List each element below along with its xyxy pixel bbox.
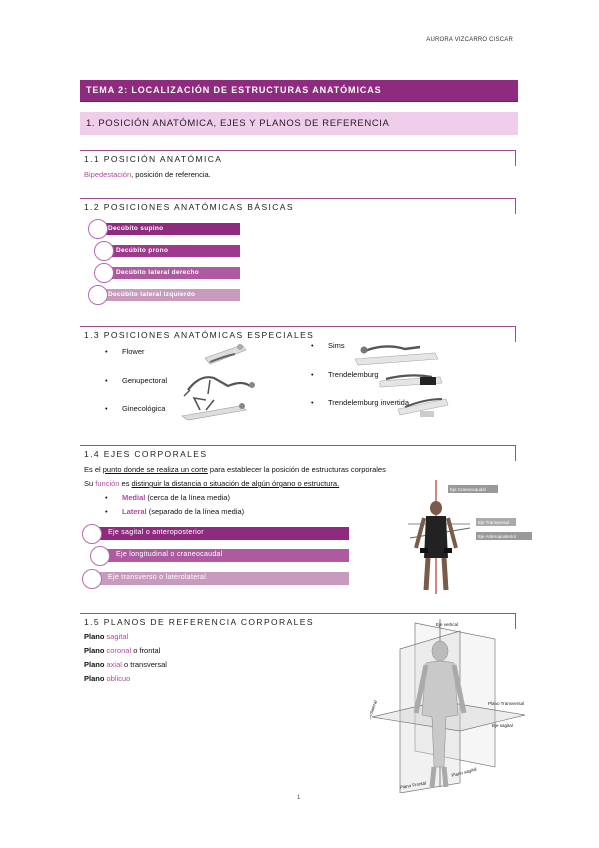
plane-post: o transversal bbox=[121, 660, 167, 669]
figure-label: Eje sagital bbox=[492, 723, 513, 728]
plane-pre: Plano bbox=[84, 660, 107, 669]
medial-term: Medial bbox=[122, 493, 146, 502]
position-genupectoral: Genupectoral bbox=[105, 376, 167, 385]
list-item: Decúbito lateral izquierdo bbox=[100, 289, 240, 301]
bullet-lateral: Lateral (separado de la línea media) bbox=[105, 507, 245, 516]
figure-label: Eje vertical bbox=[436, 622, 458, 627]
s14-line2-underlined: distinguir la distancia o situación de a… bbox=[131, 479, 340, 488]
figure-label: Eje transversal o laterolateral bbox=[370, 700, 378, 756]
list-circle-icon bbox=[88, 285, 108, 305]
s11-term: Bipedestación bbox=[84, 170, 132, 179]
axis-item: Eje transverso o laterolateral bbox=[94, 572, 349, 585]
s14-line2-pink: función bbox=[95, 479, 120, 488]
list-circle-icon bbox=[88, 219, 108, 239]
list-item: Decúbito prono bbox=[104, 245, 240, 257]
figure-label: Eje Craneocaudal bbox=[450, 487, 486, 492]
position-ginecologica: Ginecológica bbox=[105, 404, 166, 413]
axis-item: Eje longitudinal o craneocaudal bbox=[102, 549, 349, 562]
s14-line1-post: para establecer la posición de estructur… bbox=[207, 465, 386, 474]
heading-1-4: 1.4 EJES CORPORALES bbox=[80, 445, 516, 461]
plane-coronal: Plano coronal o frontal bbox=[84, 646, 160, 655]
position-trendelemburg-invertida: Trendelemburg invertida bbox=[311, 398, 409, 407]
list-circle-icon bbox=[82, 524, 102, 544]
figure-label: Eje Anteroposterior bbox=[478, 534, 517, 539]
heading-1-5: 1.5 PLANOS DE REFERENCIA CORPORALES bbox=[80, 613, 516, 629]
plane-name: coronal bbox=[106, 646, 132, 655]
plane-name: axial bbox=[106, 660, 122, 669]
list-circle-icon bbox=[82, 569, 102, 589]
plane-pre: Plano bbox=[84, 674, 107, 683]
s14-line1: Es el punto donde se realiza un corte pa… bbox=[84, 465, 386, 474]
s11-rest: , posición de referencia. bbox=[131, 170, 211, 179]
s11-text: Bipedestación, posición de referencia. bbox=[84, 170, 211, 179]
plane-name: sagital bbox=[106, 632, 129, 641]
lateral-desc: (separado de la línea media) bbox=[146, 507, 245, 516]
figure-label: Plano Frontal bbox=[399, 780, 426, 790]
body-axes-figure: Eje Craneocaudal Eje Transversal Eje Ant… bbox=[408, 480, 532, 594]
position-sims: Sims bbox=[311, 341, 344, 350]
special-positions-left-illustration bbox=[181, 344, 255, 421]
list-circle-icon bbox=[94, 241, 114, 261]
page-number: 1 bbox=[297, 795, 301, 801]
s14-line2-mid: es bbox=[119, 479, 132, 488]
s14-line1-pre: Es el bbox=[84, 465, 103, 474]
figure-label: Plano Transversal bbox=[488, 701, 524, 706]
bullet-medial: Medial (cerca de la línea media) bbox=[105, 493, 230, 502]
figure-label: Eje Transversal bbox=[478, 520, 509, 525]
lateral-term: Lateral bbox=[122, 507, 147, 516]
position-trendelemburg: Trendelemburg bbox=[311, 370, 378, 379]
s14-line2: Su función es distinguir la distancia o … bbox=[84, 479, 339, 488]
plane-oblicuo: Plano oblicuo bbox=[84, 674, 130, 683]
special-positions-right-illustration bbox=[354, 345, 449, 417]
s14-line2-pre: Su bbox=[84, 479, 96, 488]
figure-label: Plano sagital bbox=[451, 766, 477, 778]
axis-item: Eje sagital o anteroposterior bbox=[94, 527, 349, 540]
body-planes-figure: Eje vertical Plano Transversal Eje sagit… bbox=[370, 619, 526, 793]
list-circle-icon bbox=[90, 546, 110, 566]
heading-1-1: 1.1 POSICIÓN ANATÓMICA bbox=[80, 150, 516, 166]
plane-sagital: Plano sagital bbox=[84, 632, 128, 641]
list-item: Decúbito supino bbox=[100, 223, 240, 235]
heading-1-3: 1.3 POSICIONES ANATÓMICAS ESPECIALES bbox=[80, 326, 516, 342]
s14-line1-underlined: punto donde se realiza un corte bbox=[102, 465, 208, 474]
plane-post: o frontal bbox=[131, 646, 161, 655]
section-heading: 1. POSICIÓN ANATÓMICA, EJES Y PLANOS DE … bbox=[80, 112, 518, 135]
position-flower: Flower bbox=[105, 347, 144, 356]
list-item: Decúbito lateral derecho bbox=[104, 267, 240, 279]
medial-desc: (cerca de la línea media) bbox=[145, 493, 230, 502]
plane-axial: Plano axial o transversal bbox=[84, 660, 167, 669]
plane-pre: Plano bbox=[84, 632, 107, 641]
plane-pre: Plano bbox=[84, 646, 107, 655]
heading-1-2: 1.2 POSICIONES ANATÓMICAS BÁSICAS bbox=[80, 198, 516, 214]
topic-title: TEMA 2: LOCALIZACIÓN DE ESTRUCTURAS ANAT… bbox=[80, 80, 518, 102]
list-circle-icon bbox=[94, 263, 114, 283]
plane-name: oblicuo bbox=[106, 674, 131, 683]
author-name: AURORA VIZCARRO CISCAR bbox=[426, 37, 513, 43]
